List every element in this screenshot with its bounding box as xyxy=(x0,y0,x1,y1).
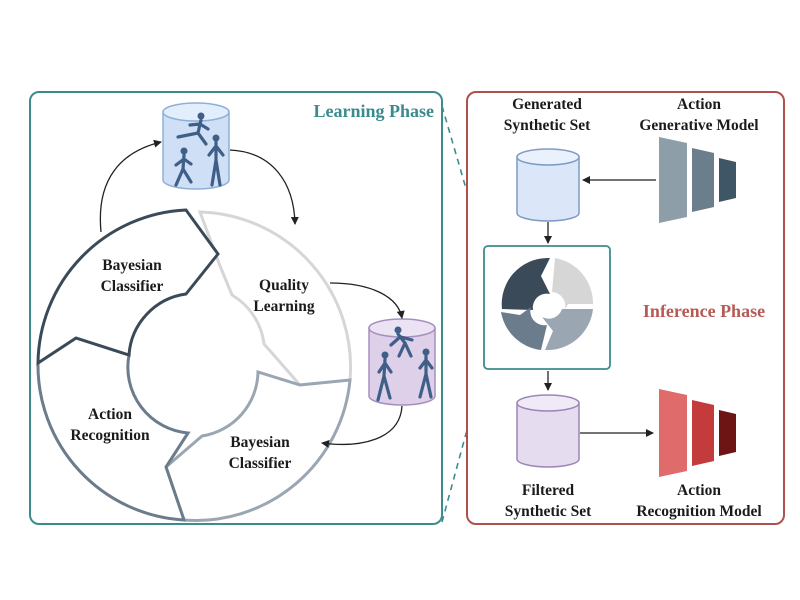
arrow-database-to-quality xyxy=(229,149,299,225)
cycle-label-top-left-line-2: Classifier xyxy=(101,278,164,295)
cycle-label-bottom-left-line-1: Action xyxy=(88,406,132,423)
arrow-quality-to-database xyxy=(329,282,405,319)
dashed-connector-bottom xyxy=(441,370,484,523)
generated-set-label-line-2: Synthetic Set xyxy=(504,117,591,134)
cycle-segment-quality-learning xyxy=(197,210,353,387)
cycle-label-top-left-line-1: Bayesian xyxy=(102,257,162,274)
cycle-label-top-right-line-2: Learning xyxy=(253,298,314,315)
inference-phase-title: Inference Phase xyxy=(643,301,765,321)
filtered-set-label-line-1: Filtered xyxy=(522,482,575,499)
recognition-model-label-line-2: Recognition Model xyxy=(636,503,762,520)
cycle-segment-bayesian-classifier-bottom xyxy=(164,369,352,522)
cycle-icon xyxy=(501,258,594,351)
learning-phase-title: Learning Phase xyxy=(313,101,434,121)
generative-model-label-line-2: Generative Model xyxy=(639,117,759,134)
cycle-label-bottom-right-line-2: Classifier xyxy=(229,455,292,472)
generative-model-label-line-1: Action xyxy=(677,96,721,113)
human-figures-icon xyxy=(376,326,434,402)
synthetic-data-database-purple xyxy=(368,318,436,406)
recognition-model-label-line-1: Action xyxy=(677,482,721,499)
recognition-model-icon xyxy=(659,389,736,477)
cycle-label-bottom-left-line-2: Recognition xyxy=(70,427,150,444)
generative-model-icon xyxy=(659,137,736,223)
cycle-segment-bayesian-classifier-top xyxy=(36,208,220,366)
human-figures-icon xyxy=(174,112,225,187)
filtered-set-database xyxy=(516,394,580,468)
filtered-set-label-line-2: Synthetic Set xyxy=(505,503,592,520)
synthetic-data-database-blue xyxy=(162,102,230,190)
generated-set-label-line-1: Generated xyxy=(512,96,582,113)
arrow-database-to-classifier xyxy=(321,405,403,448)
generated-set-database xyxy=(516,148,580,222)
cycle-diagram xyxy=(36,208,353,522)
arrow-classifier-to-database xyxy=(99,139,162,233)
cycle-label-top-right-line-1: Quality xyxy=(259,277,309,294)
cycle-label-bottom-right-line-1: Bayesian xyxy=(230,434,290,451)
